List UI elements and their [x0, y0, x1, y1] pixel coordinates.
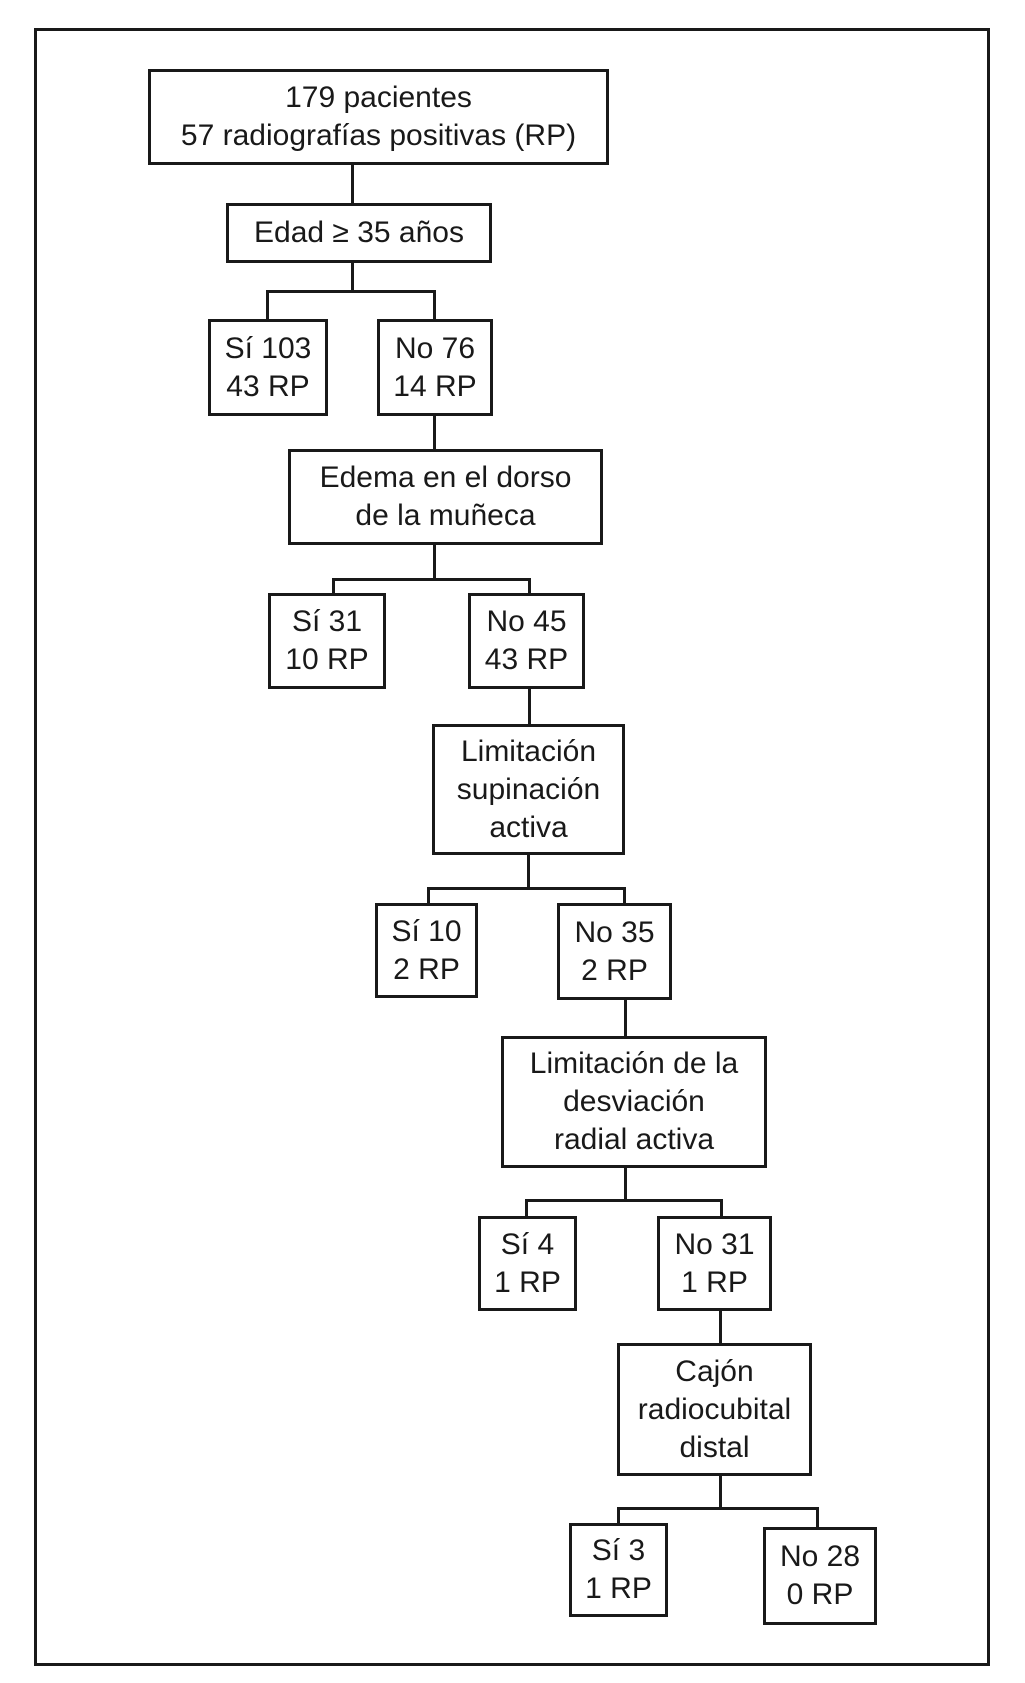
connector-supinacion-yes-drop [427, 889, 430, 903]
connector-supinacion-no-drop [623, 889, 626, 903]
node-supinacion-yes: Sí 10 2 RP [375, 903, 478, 998]
node-supinacion-yes-label: Sí 10 2 RP [391, 914, 462, 986]
connector-supinacion-branch-bar [427, 887, 626, 890]
node-question-desviacion: Limitación de la desviación radial activ… [501, 1036, 767, 1168]
connector-desviacion-yes-drop [525, 1201, 528, 1216]
node-desviacion-no: No 31 1 RP [657, 1216, 772, 1311]
connector-supinacion-stem [527, 854, 530, 890]
connector-edad-no-drop [433, 292, 436, 319]
node-question-supinacion-label: Limitación supinación activa [456, 734, 601, 844]
node-question-edema: Edema en el dorso de la muñeca [288, 449, 603, 545]
node-question-cajon: Cajón radiocubital distal [617, 1343, 812, 1476]
connector-edadno-to-edema [433, 415, 436, 449]
node-desviacion-yes: Sí 4 1 RP [478, 1216, 577, 1311]
node-cajon-no: No 28 0 RP [763, 1527, 877, 1625]
node-question-supinacion: Limitación supinación activa [432, 724, 625, 855]
connector-edema-yes-drop [332, 580, 335, 593]
node-edema-no: No 45 43 RP [468, 593, 585, 689]
connector-desvno-to-cajon [719, 1310, 722, 1343]
connector-desviacion-stem [624, 1167, 627, 1202]
node-desviacion-yes-label: Sí 4 1 RP [494, 1227, 561, 1299]
connector-edema-stem [433, 544, 436, 581]
node-edad-no-label: No 76 14 RP [393, 331, 477, 403]
connector-root-to-edad [351, 164, 354, 203]
connector-edad-branch-bar [266, 290, 436, 293]
node-edad-yes: Sí 103 43 RP [208, 319, 328, 416]
node-edad-yes-label: Sí 103 43 RP [224, 331, 312, 403]
node-question-desviacion-label: Limitación de la desviación radial activ… [529, 1047, 739, 1156]
node-edema-no-label: No 45 43 RP [484, 605, 569, 676]
connector-edemano-to-supinacion [528, 688, 531, 724]
node-root-patients: 179 pacientes 57 radiografías positivas … [148, 69, 609, 165]
connector-edema-branch-bar [332, 578, 531, 581]
node-cajon-no-label: No 28 0 RP [779, 1540, 861, 1611]
connector-supno-to-desviacion [624, 998, 627, 1036]
node-root-patients-label: 179 pacientes 57 radiografías positivas … [180, 81, 577, 152]
node-question-cajon-label: Cajón radiocubital distal [637, 1354, 792, 1464]
connector-cajon-branch-bar [617, 1507, 819, 1510]
connector-cajon-no-drop [816, 1509, 819, 1527]
node-question-edema-label: Edema en el dorso de la muñeca [319, 461, 572, 532]
connector-desviacion-no-drop [720, 1201, 723, 1216]
node-edema-yes-label: Sí 31 10 RP [285, 605, 369, 676]
node-edema-yes: Sí 31 10 RP [268, 593, 386, 689]
connector-edema-no-drop [528, 580, 531, 593]
node-cajon-yes-label: Sí 3 1 RP [585, 1534, 652, 1605]
node-question-edad-label: Edad ≥ 35 años [254, 216, 464, 249]
connector-edad-yes-drop [266, 292, 269, 319]
node-supinacion-no-label: No 35 2 RP [574, 915, 655, 987]
figure-border [34, 28, 990, 1666]
connector-desviacion-branch-bar [525, 1199, 723, 1202]
connector-cajon-stem [719, 1475, 722, 1510]
node-supinacion-no: No 35 2 RP [557, 903, 672, 1000]
node-desviacion-no-label: No 31 1 RP [674, 1227, 755, 1299]
node-edad-no: No 76 14 RP [377, 319, 493, 416]
connector-cajon-yes-drop [617, 1509, 620, 1523]
node-cajon-yes: Sí 3 1 RP [569, 1523, 668, 1617]
connector-edad-stem [351, 262, 354, 293]
node-question-edad: Edad ≥ 35 años [226, 203, 492, 263]
